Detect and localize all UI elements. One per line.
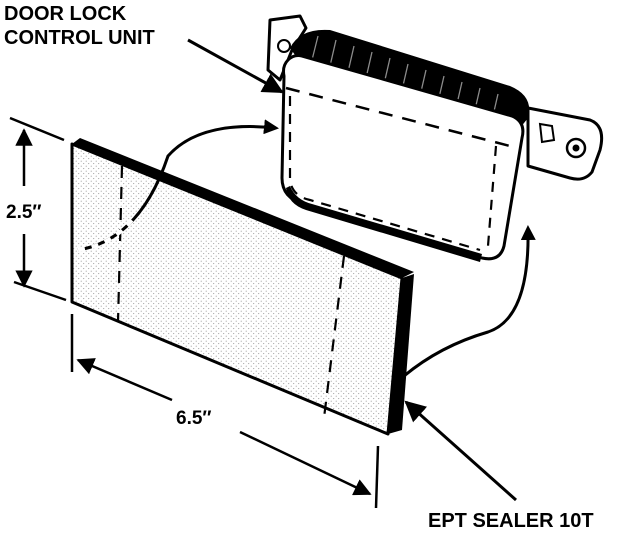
sealer-leader: [404, 400, 517, 502]
width-dimension: [70, 314, 380, 509]
sealer-pad-edge: [388, 274, 414, 434]
control-unit-label-line1: DOOR LOCK: [4, 3, 127, 25]
sealer-pad: [70, 138, 414, 436]
height-dimension: [9, 116, 67, 302]
control-unit-left-tab-hole: [277, 39, 291, 53]
control-unit-right-tab: [526, 106, 604, 181]
apply-arrow-lower: [403, 225, 536, 378]
control-unit: [266, 14, 604, 262]
width-dimension-label: 6.5″: [176, 408, 212, 429]
control-unit-body: [280, 54, 525, 261]
sealer-pad-face: [70, 142, 404, 436]
control-unit-label-line2: CONTROL UNIT: [4, 27, 155, 49]
sealer-label: EPT SEALER 10T: [428, 510, 594, 532]
control-unit-leader: [187, 38, 284, 94]
height-dimension-label: 2.5″: [6, 202, 42, 223]
